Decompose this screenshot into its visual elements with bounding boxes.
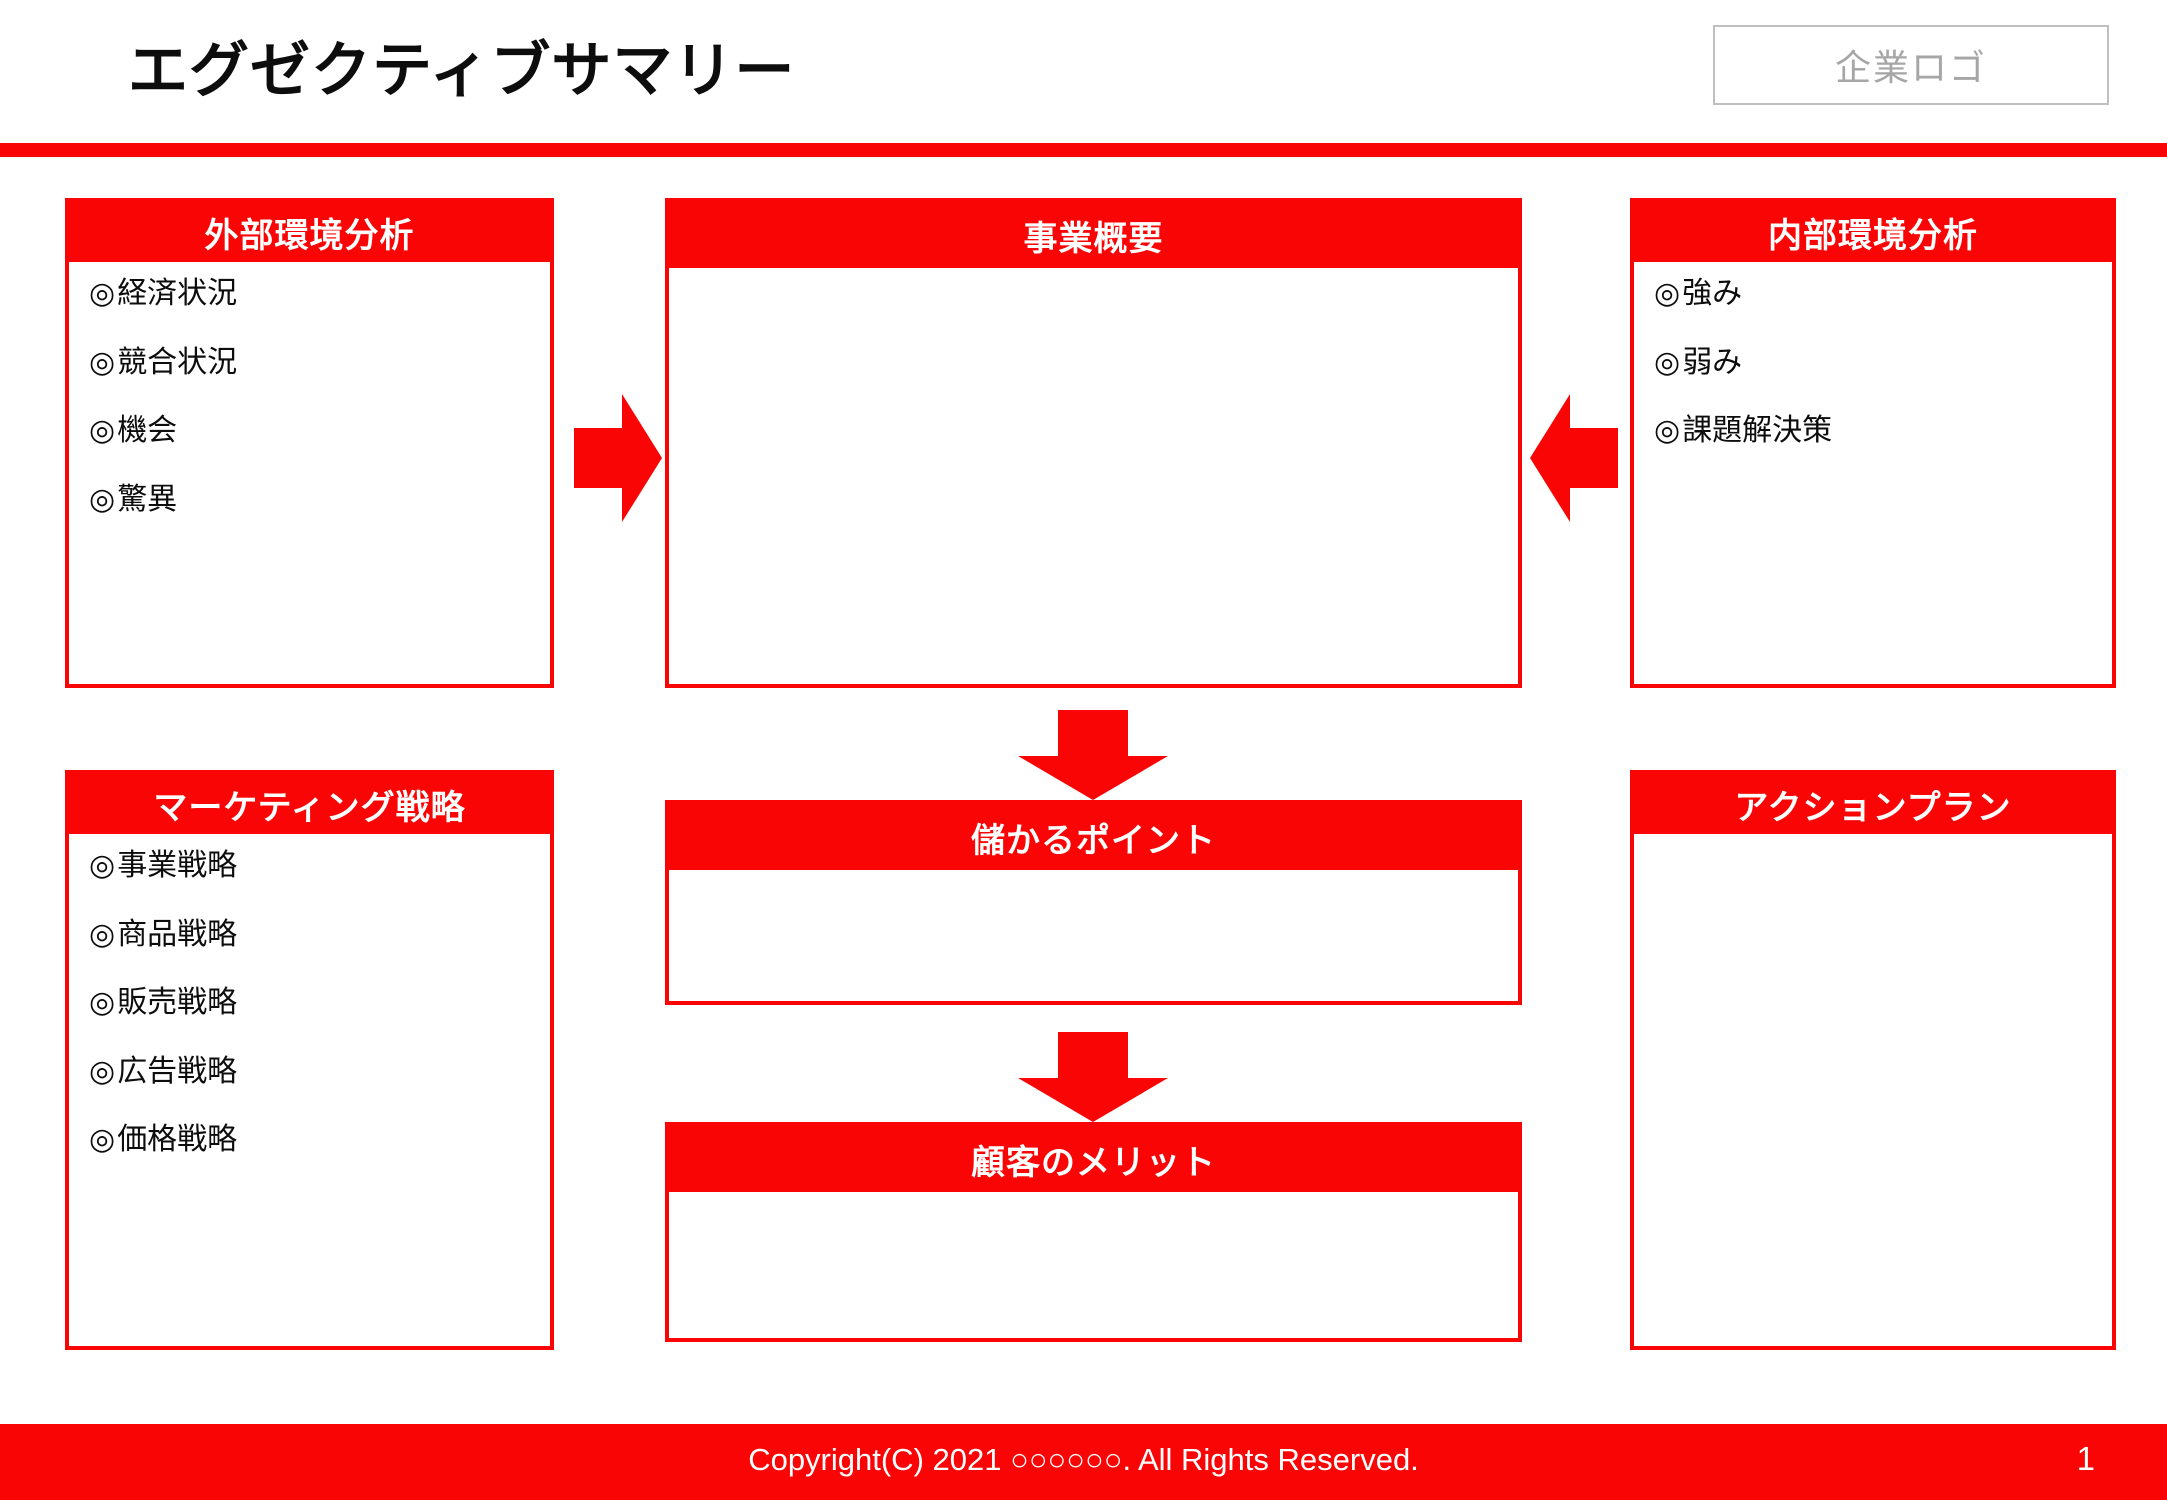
bullet-icon: ◎ — [1654, 414, 1681, 447]
page-title: エグゼクティブサマリー — [128, 37, 796, 104]
panel-business-overview[interactable]: 事業概要 — [665, 198, 1522, 688]
bullet-icon: ◎ — [89, 277, 116, 310]
list-item-label: 販売戦略 — [117, 986, 238, 1019]
list-item-label: 商品戦略 — [117, 917, 238, 951]
panel-marketing-strategy[interactable]: マーケティング戦略 ◎事業戦略 ◎商品戦略 ◎販売戦略 ◎広告戦略 ◎価格戦略 — [65, 770, 554, 1350]
footer-copyright: Copyright(C) 2021 ○○○○○○. All Rights Res… — [0, 1442, 2167, 1478]
list-item-label: 課題解決策 — [1682, 414, 1833, 447]
bullet-icon: ◎ — [89, 1054, 116, 1088]
list-item-label: 驚異 — [117, 482, 178, 516]
panel-external-body[interactable]: ◎経済状況 ◎競合状況 ◎機会 ◎驚異 — [69, 262, 550, 562]
list-item-label: 強み — [1682, 277, 1743, 310]
company-logo-placeholder[interactable]: 企業ロゴ — [1713, 25, 2109, 105]
list-item: ◎価格戦略 — [89, 1124, 530, 1156]
footer-copyright-suffix: . All Rights Reserved. — [1122, 1442, 1419, 1477]
list-item: ◎弱み — [1654, 345, 2092, 379]
list-item-label: 事業戦略 — [117, 849, 238, 882]
list-item: ◎広告戦略 — [89, 1054, 530, 1088]
list-item: ◎事業戦略 — [89, 850, 530, 882]
panel-internal-heading: 内部環境分析 — [1634, 202, 2112, 262]
header-divider-rule — [0, 143, 2167, 157]
list-item: ◎競合状況 — [89, 345, 530, 379]
list-item: ◎機会 — [89, 415, 530, 447]
bullet-icon: ◎ — [89, 1123, 116, 1156]
panel-benefit-heading: 顧客のメリット — [669, 1126, 1518, 1192]
footer-company-placeholder: ○○○○○○ — [1010, 1442, 1123, 1477]
list-item-label: 経済状況 — [117, 277, 238, 310]
panel-internal-environment[interactable]: 内部環境分析 ◎強み ◎弱み ◎課題解決策 — [1630, 198, 2116, 688]
bullet-icon: ◎ — [89, 482, 116, 516]
panel-marketing-body[interactable]: ◎事業戦略 ◎商品戦略 ◎販売戦略 ◎広告戦略 ◎価格戦略 — [69, 834, 550, 1203]
bullet-icon: ◎ — [89, 986, 116, 1019]
bullet-icon: ◎ — [89, 917, 116, 951]
footer-bar — [0, 1424, 2167, 1500]
list-item: ◎経済状況 — [89, 278, 530, 310]
panel-action-heading: アクションプラン — [1634, 774, 2112, 834]
list-item-label: 広告戦略 — [117, 1054, 238, 1088]
bullet-icon: ◎ — [89, 414, 116, 447]
list-item: ◎販売戦略 — [89, 987, 530, 1019]
panel-marketing-heading: マーケティング戦略 — [69, 774, 550, 834]
bullet-icon: ◎ — [1654, 345, 1681, 379]
panel-profit-point[interactable]: 儲かるポイント — [665, 800, 1522, 1005]
list-item: ◎課題解決策 — [1654, 415, 2092, 447]
panel-profit-body[interactable] — [669, 870, 1518, 896]
list-item: ◎商品戦略 — [89, 917, 530, 951]
panel-action-plan[interactable]: アクションプラン — [1630, 770, 2116, 1350]
panel-overview-heading: 事業概要 — [669, 202, 1518, 268]
footer-copyright-prefix: Copyright(C) 2021 — [748, 1442, 1011, 1477]
company-logo-label: 企業ロゴ — [1834, 47, 1987, 88]
list-item-label: 競合状況 — [117, 345, 238, 379]
panel-external-environment[interactable]: 外部環境分析 ◎経済状況 ◎競合状況 ◎機会 ◎驚異 — [65, 198, 554, 688]
bullet-icon: ◎ — [89, 345, 116, 379]
list-item: ◎強み — [1654, 278, 2092, 310]
panel-external-heading: 外部環境分析 — [69, 202, 550, 262]
panel-overview-body[interactable] — [669, 268, 1518, 294]
panel-internal-body[interactable]: ◎強み ◎弱み ◎課題解決策 — [1634, 262, 2112, 494]
list-item-label: 価格戦略 — [117, 1123, 238, 1156]
arrow-down-icon-2 — [1018, 1032, 1168, 1122]
arrow-down-icon-1 — [1018, 710, 1168, 800]
panel-customer-benefit[interactable]: 顧客のメリット — [665, 1122, 1522, 1342]
list-item: ◎驚異 — [89, 482, 530, 516]
bullet-icon: ◎ — [89, 849, 116, 882]
arrow-right-icon — [574, 394, 662, 522]
panel-benefit-body[interactable] — [669, 1192, 1518, 1218]
page-number: 1 — [2076, 1440, 2095, 1477]
panel-profit-heading: 儲かるポイント — [669, 804, 1518, 870]
panel-action-body[interactable] — [1634, 834, 2112, 860]
bullet-icon: ◎ — [1654, 277, 1681, 310]
arrow-left-icon — [1530, 394, 1618, 522]
list-item-label: 機会 — [117, 414, 178, 447]
list-item-label: 弱み — [1682, 345, 1743, 379]
